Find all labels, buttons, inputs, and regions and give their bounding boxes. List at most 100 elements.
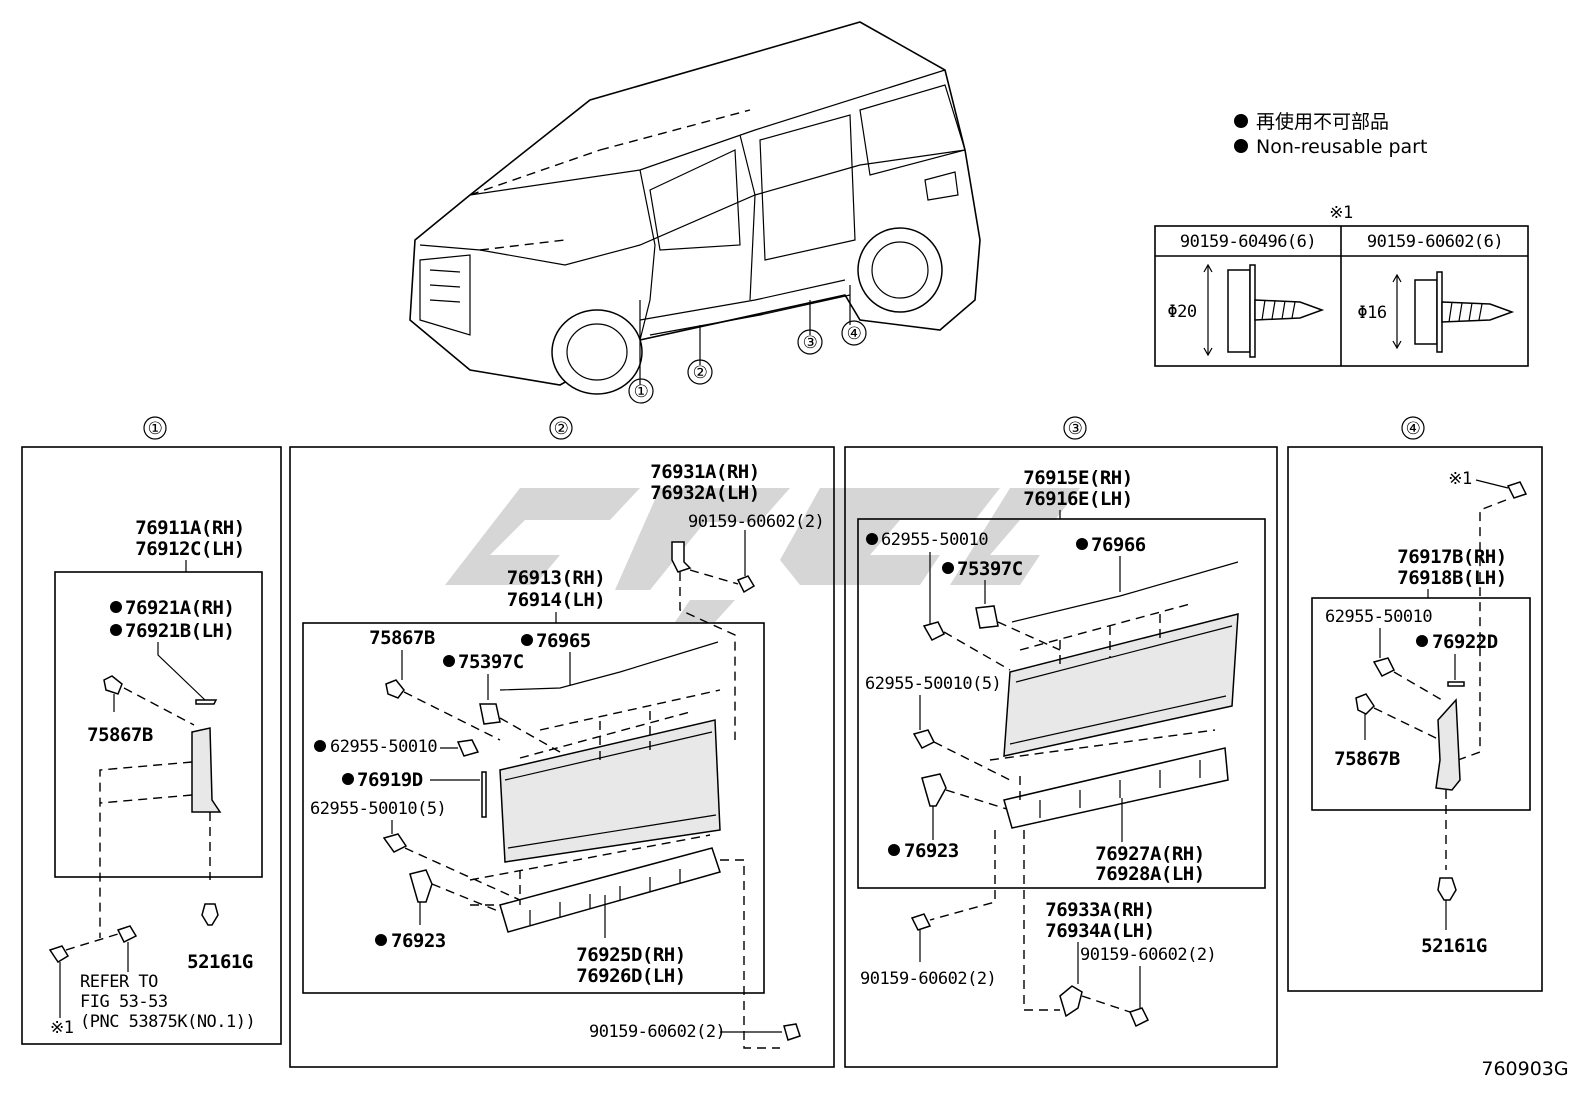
front-side-molding-panel-icon (499, 719, 721, 863)
screw-icon (48, 945, 70, 964)
non-reusable-dot-icon (110, 601, 122, 613)
panel-3: 76915E(RH) 76916E(LH) 62955-50010 76966 … (844, 446, 1278, 1068)
tape-strip-icon (195, 699, 218, 705)
panel3-assembly-rh: 76915E(RH) (1023, 467, 1132, 489)
non-reusable-dot-icon (1234, 139, 1248, 153)
panel3-clip2: 75397C (957, 558, 1023, 580)
panel2-clip3: 62955-50010 (330, 737, 437, 757)
panel1-grommet: 52161G (187, 951, 253, 973)
panel2-retainer-rh: 76925D(RH) (576, 944, 685, 966)
vehicle-callout-4: ④ (847, 324, 862, 344)
fastener-table-marker: ※1 (1329, 203, 1353, 223)
vehicle-callout-3: ③ (803, 333, 818, 353)
vehicle-callouts: ① ② ③ ④ (628, 320, 867, 404)
non-reusable-dot-icon (866, 533, 878, 545)
panel2-bracket-screw: 90159-60602(2) (688, 512, 824, 532)
legend-english: Non-reusable part (1256, 136, 1427, 158)
rear-side-molding-panel-icon (1003, 613, 1239, 757)
panel3-bracket-lh: 76934A(LH) (1045, 920, 1154, 942)
panel1-ref-marker: ※1 (50, 1018, 74, 1038)
panel1-tape-rh: 76921A(RH) (125, 597, 234, 619)
panel3-retainer-lh: 76928A(LH) (1095, 863, 1204, 885)
tape-strip-icon (1447, 681, 1465, 687)
panel2-clip2: 75397C (458, 651, 524, 673)
panel2-bracket-lh: 76932A(LH) (650, 482, 759, 504)
clip-icon (116, 925, 138, 944)
side-molding-piece-icon (1435, 698, 1461, 791)
panel2-retainer-lh: 76926D(LH) (576, 965, 685, 987)
bracket-icon (671, 541, 692, 573)
clip-icon (975, 605, 999, 629)
non-reusable-dot-icon (942, 562, 954, 574)
panel2-tape: 76965 (536, 630, 591, 652)
grommet-icon (1437, 877, 1457, 901)
non-reusable-dot-icon (1076, 538, 1088, 550)
screw-icon (910, 913, 932, 931)
panel2-clip1: 75867B (369, 627, 435, 649)
side-molding-piece-icon (191, 727, 222, 813)
panel1-assembly-rh: 76911A(RH) (135, 517, 244, 539)
legend: 再使用不可部品 Non-reusable part (1234, 111, 1427, 158)
non-reusable-dot-icon (342, 773, 354, 785)
fastener-table: ※1 90159-60496(6) 90159-60602(6) Φ20 Φ16 (1154, 203, 1529, 367)
panel3-bracket-screw: 90159-60602(2) (1080, 945, 1216, 965)
panel1-clip: 75867B (87, 724, 153, 746)
clip-icon (921, 773, 947, 807)
panel4-tape: 76922D (1432, 631, 1498, 653)
panel2-tape2: 76919D (357, 769, 423, 791)
screw-icon (1506, 481, 1528, 499)
watermark-logo (445, 488, 1080, 622)
section-title-2: ② (554, 419, 569, 439)
panel3-clip4: 76923 (904, 840, 959, 862)
clip-icon (479, 703, 501, 725)
panel1-refer-line3: (PNC 53875K(NO.1)) (80, 1012, 255, 1032)
drawing-code: 760903G (1481, 1058, 1568, 1080)
fastener-col2-header: 90159-60602(6) (1367, 232, 1503, 252)
panel3-clip1: 62955-50010 (881, 530, 988, 550)
panel1-refer-line1: REFER TO (80, 972, 158, 992)
clip-icon (912, 729, 936, 749)
panel2-clip5: 76923 (391, 930, 446, 952)
panel2-bottom-screw: 90159-60602(2) (589, 1022, 725, 1042)
panel3-clip3: 62955-50010(5) (865, 674, 1001, 694)
screw-with-washer-icon (1203, 263, 1325, 358)
panel4-assembly-rh: 76917B(RH) (1397, 546, 1506, 568)
non-reusable-dot-icon (1416, 635, 1428, 647)
non-reusable-dot-icon (521, 634, 533, 646)
fastener-col2-dim: Φ16 (1357, 303, 1386, 323)
panel4-assembly-lh: 76918B(LH) (1397, 567, 1506, 589)
non-reusable-dot-icon (1234, 114, 1248, 128)
clip-icon (382, 833, 408, 853)
clip-icon (1355, 693, 1375, 715)
non-reusable-dot-icon (888, 844, 900, 856)
vehicle-illustration (409, 21, 981, 395)
grommet-icon (201, 903, 219, 926)
screw-with-washer-icon (1392, 271, 1515, 353)
panel2-assembly-rh: 76913(RH) (507, 567, 605, 589)
panel-2: 76931A(RH) 76932A(LH) 90159-60602(2) 769… (289, 446, 835, 1068)
panel4-clip2: 75867B (1334, 748, 1400, 770)
screw-icon (1128, 1007, 1150, 1028)
retainer-bar-icon (1003, 747, 1229, 829)
section-title-4: ④ (1406, 419, 1421, 439)
retainer-bar-icon (499, 847, 721, 933)
panel3-screw: 90159-60602(2) (860, 969, 996, 989)
fastener-col1-header: 90159-60496(6) (1180, 232, 1316, 252)
screw-icon (736, 575, 756, 594)
tape-strip-icon (481, 771, 487, 818)
clip-icon (1372, 657, 1396, 677)
clip-icon (409, 869, 433, 903)
vehicle-callout-2: ② (693, 363, 708, 383)
bracket-icon (1059, 985, 1083, 1018)
panel-1: 76911A(RH) 76912C(LH) 76921A(RH) 76921B(… (21, 446, 282, 1045)
panel4-marker: ※1 (1448, 469, 1472, 489)
non-reusable-dot-icon (443, 655, 455, 667)
non-reusable-dot-icon (375, 934, 387, 946)
panel3-bracket-rh: 76933A(RH) (1045, 899, 1154, 921)
panel2-assembly-lh: 76914(LH) (507, 589, 605, 611)
panel1-refer-line2: FIG 53-53 (80, 992, 168, 1012)
legend-japanese: 再使用不可部品 (1256, 111, 1389, 133)
screw-icon (783, 1023, 801, 1041)
section-title-3: ③ (1068, 419, 1083, 439)
